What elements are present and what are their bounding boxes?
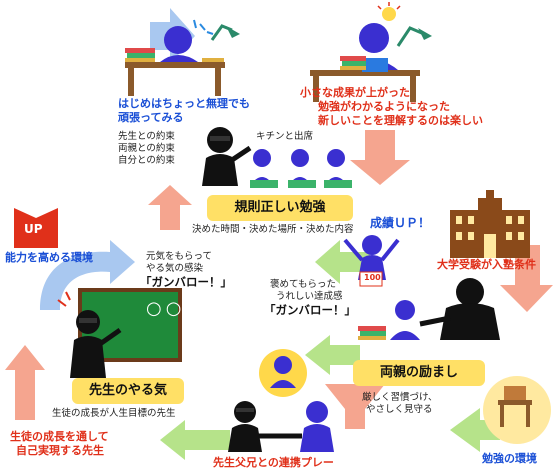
ability-env-label: 能力を高める環境: [5, 251, 93, 264]
teacher-cheer: 「ガンバロー！」: [140, 275, 232, 289]
score-up-boy: [343, 235, 400, 287]
score-up-label: 成績ＵＰ！: [370, 216, 431, 230]
student-reading-top-right: [310, 2, 432, 102]
classroom-scene: [202, 127, 352, 188]
center-title: 規則正しい勉強: [207, 195, 353, 221]
top-left-caption-1: はじめはちょっと無理でも: [118, 97, 250, 110]
praise-line-2: うれしい達成感: [276, 291, 343, 302]
arrow-right-down: [500, 245, 553, 312]
exam-requirement: 大学受験が入塾条件: [437, 258, 536, 271]
arrow-top-to-right: [350, 130, 410, 185]
chalkboard-text: ○○: [146, 298, 186, 319]
parents-desc-2: やさしく見守る: [366, 404, 433, 415]
university-building-icon: [450, 190, 530, 258]
student-studying-top-left: [125, 19, 240, 96]
center-desc: 決めた時間・決めた場所・決めた内容: [192, 224, 354, 235]
up-badge-icon: [14, 208, 58, 248]
promise-parents: 両親との約束: [118, 143, 175, 154]
growth-line-2: 自己実現する先生: [16, 444, 104, 457]
arrow-center-up-red: [148, 185, 192, 230]
parents-cheer: 「ガンバロー！」: [264, 303, 356, 317]
top-left-caption-2: 頑張ってみる: [118, 111, 184, 124]
arrow-bottom-left-green: [160, 420, 230, 460]
teacher-title: 先生のやる気: [72, 378, 184, 404]
parent-and-child: [358, 278, 500, 340]
promise-teacher: 先生との約束: [118, 131, 175, 142]
handshake-scene: [228, 349, 334, 452]
arrow-right-to-bottom: [450, 408, 500, 452]
attendance-label: キチンと出席: [256, 131, 314, 142]
arrow-left-blue-arc: [40, 240, 135, 310]
arrow-center-right-green: [315, 240, 370, 284]
up-badge-text: UP: [24, 222, 43, 236]
parents-title: 両親の励まし: [353, 360, 485, 386]
arrow-bottom-center-b: [305, 335, 360, 375]
arrow-left-up-red: [5, 345, 45, 420]
top-right-caption-1: 小さな成果が上がった: [300, 86, 410, 99]
top-right-caption-2: 勉強がわかるようになった: [318, 100, 450, 113]
parents-desc-1: 厳しく習慣づけ、: [362, 392, 438, 403]
praise-line-1: 褒めてもらった: [270, 279, 337, 290]
motivation-line-1: 元気をもらって: [146, 251, 213, 262]
top-right-caption-3: 新しいことを理解するのは楽しい: [318, 114, 483, 127]
study-env-label: 勉強の環境: [482, 452, 537, 465]
score-sign-text: 100: [364, 273, 381, 282]
arrow-bottom-center-a: [325, 384, 385, 429]
growth-line-1: 生徒の成長を通して: [10, 430, 109, 443]
study-environment-icon: [483, 376, 551, 444]
teacher-desc: 生徒の成長が人生目標の先生: [52, 408, 176, 419]
motivation-line-2: やる気の感染: [146, 263, 204, 274]
collab-label: 先生父兄との連携プレー: [213, 456, 334, 469]
promise-self: 自分との約束: [118, 155, 175, 166]
teacher-chalkboard: [57, 288, 182, 378]
